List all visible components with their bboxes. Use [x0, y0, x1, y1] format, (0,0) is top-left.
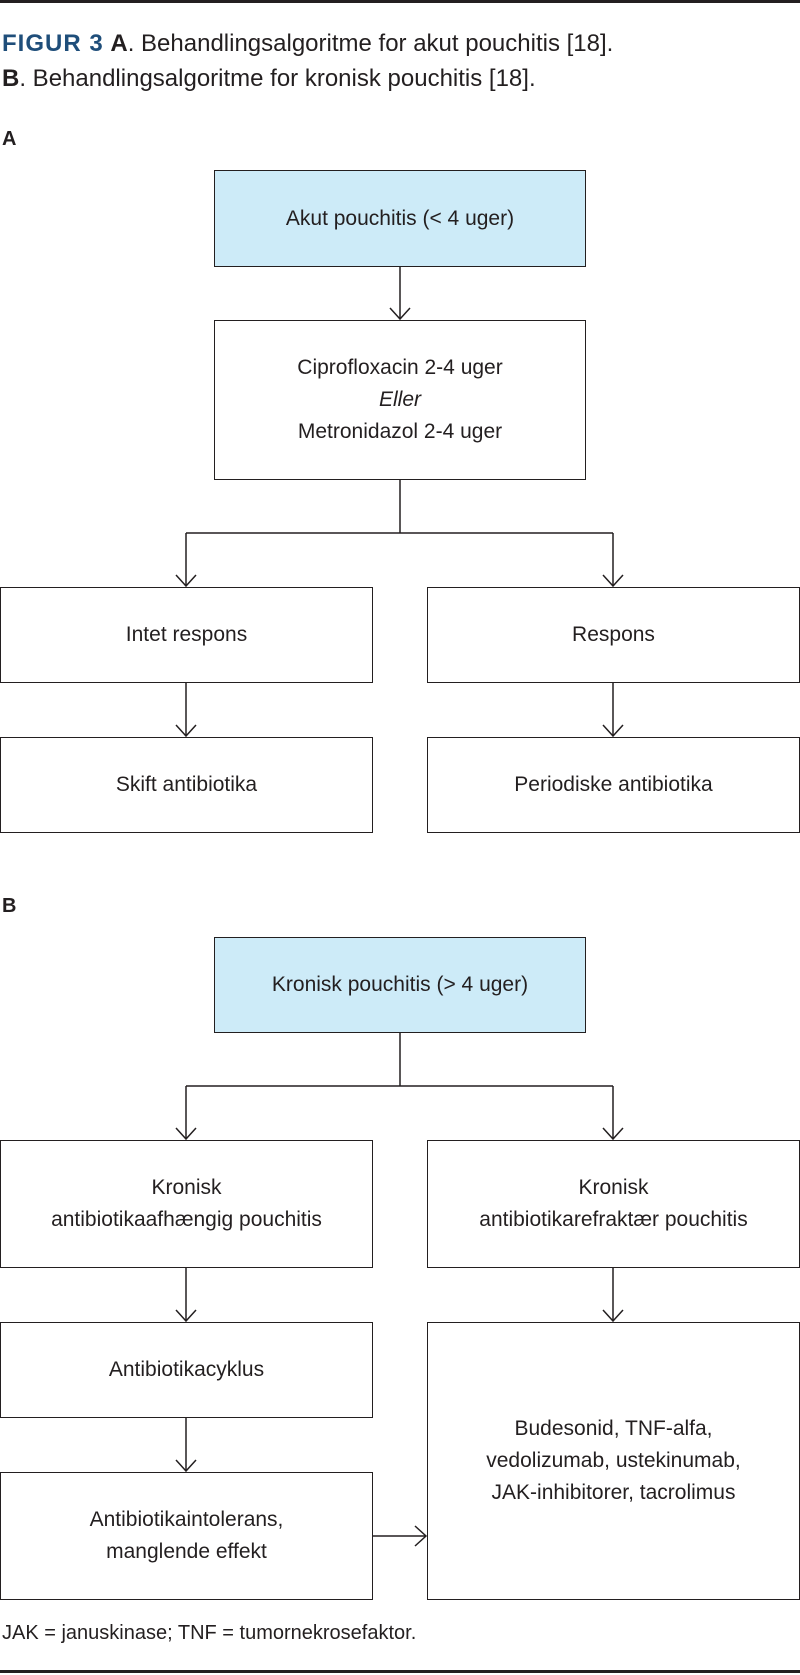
- caption-b-text: . Behandlingsalgoritme for kronisk pouch…: [19, 65, 536, 92]
- advanced-therapies-line2: vedolizumab, ustekinumab,: [486, 1449, 741, 1472]
- response-text: Respons: [572, 623, 655, 646]
- caption-a-letter: A: [110, 30, 128, 57]
- advanced-therapies-box: Budesonid, TNF-alfa, vedolizumab, usteki…: [427, 1322, 800, 1600]
- periodic-antibiotics-text: Periodiske antibiotika: [514, 773, 713, 796]
- antibiotic-refractory-line1: Kronisk: [578, 1176, 649, 1199]
- arrowhead-dependent: [175, 1127, 197, 1141]
- switch-antibiotics-box: Skift antibiotika: [0, 737, 373, 833]
- antibiotic-refractory-line2: antibiotikarefraktær pouchitis: [479, 1208, 748, 1231]
- arrowhead-refractory: [602, 1127, 624, 1141]
- section-a-label: A: [2, 128, 17, 150]
- no-response-box: Intet respons: [0, 587, 373, 683]
- arrowhead-therapies: [602, 1309, 624, 1323]
- chronic-pouchitis-text: Kronisk pouchitis (> 4 uger): [271, 973, 529, 996]
- antibiotic-intolerance-line1: Antibiotikaintolerans,: [89, 1508, 284, 1531]
- antibiotic-refractory-box: Kronisk antibiotikarefraktær pouchitis: [427, 1140, 800, 1268]
- arrowhead-cycling: [175, 1309, 197, 1323]
- antibiotic-cycling-text: Antibiotikacyklus: [108, 1358, 265, 1381]
- caption-a-text: . Behandlingsalgoritme for akut pouchiti…: [127, 30, 614, 57]
- bottom-rule: [0, 1670, 800, 1673]
- advanced-therapies-line3: JAK-inhibitorer, tacrolimus: [491, 1481, 736, 1504]
- ciprofloxacin-text: Ciprofloxacin 2-4 uger: [297, 356, 503, 379]
- switch-antibiotics-text: Skift antibiotika: [115, 773, 258, 796]
- antibiotic-treatment-box: Ciprofloxacin 2-4 uger Eller Metronidazo…: [214, 320, 586, 480]
- antibiotic-dependent-line1: Kronisk: [151, 1176, 222, 1199]
- acute-pouchitis-text: Akut pouchitis (< 4 uger): [285, 206, 515, 230]
- acute-pouchitis-box: Akut pouchitis (< 4 uger): [214, 170, 586, 267]
- or-text: Eller: [378, 388, 421, 411]
- metronidazole-text: Metronidazol 2-4 uger: [297, 420, 503, 443]
- top-rule: [0, 0, 800, 3]
- arrowhead-intolerance: [175, 1459, 197, 1473]
- no-response-text: Intet respons: [125, 623, 248, 646]
- arrowhead-treatment: [389, 307, 411, 321]
- arrowhead-no-response: [175, 574, 197, 588]
- arrowhead-periodic: [602, 724, 624, 738]
- periodic-antibiotics-box: Periodiske antibiotika: [427, 737, 800, 833]
- antibiotic-dependent-line2: antibiotikaafhængig pouchitis: [51, 1208, 322, 1231]
- antibiotic-dependent-box: Kronisk antibiotikaafhængig pouchitis: [0, 1140, 373, 1268]
- abbreviation-footnote: JAK = januskinase; TNF = tumornekrosefak…: [2, 1622, 417, 1644]
- figure-label: FIGUR 3: [2, 30, 104, 57]
- chronic-pouchitis-box: Kronisk pouchitis (> 4 uger): [214, 937, 586, 1033]
- response-box: Respons: [427, 587, 800, 683]
- antibiotic-intolerance-line2: manglende effekt: [106, 1540, 267, 1563]
- advanced-therapies-line1: Budesonid, TNF-alfa,: [514, 1417, 713, 1440]
- antibiotic-cycling-box: Antibiotikacyklus: [0, 1322, 373, 1418]
- arrowhead-switch: [175, 724, 197, 738]
- arrowhead-response: [602, 574, 624, 588]
- antibiotic-intolerance-box: Antibiotikaintolerans, manglende effekt: [0, 1472, 373, 1600]
- caption-b-letter: B: [2, 65, 20, 92]
- section-b-label: B: [2, 895, 17, 917]
- arrowhead-therapies-side: [414, 1525, 428, 1547]
- figure-caption: FIGUR 3 A. Behandlingsalgoritme for akut…: [2, 26, 792, 96]
